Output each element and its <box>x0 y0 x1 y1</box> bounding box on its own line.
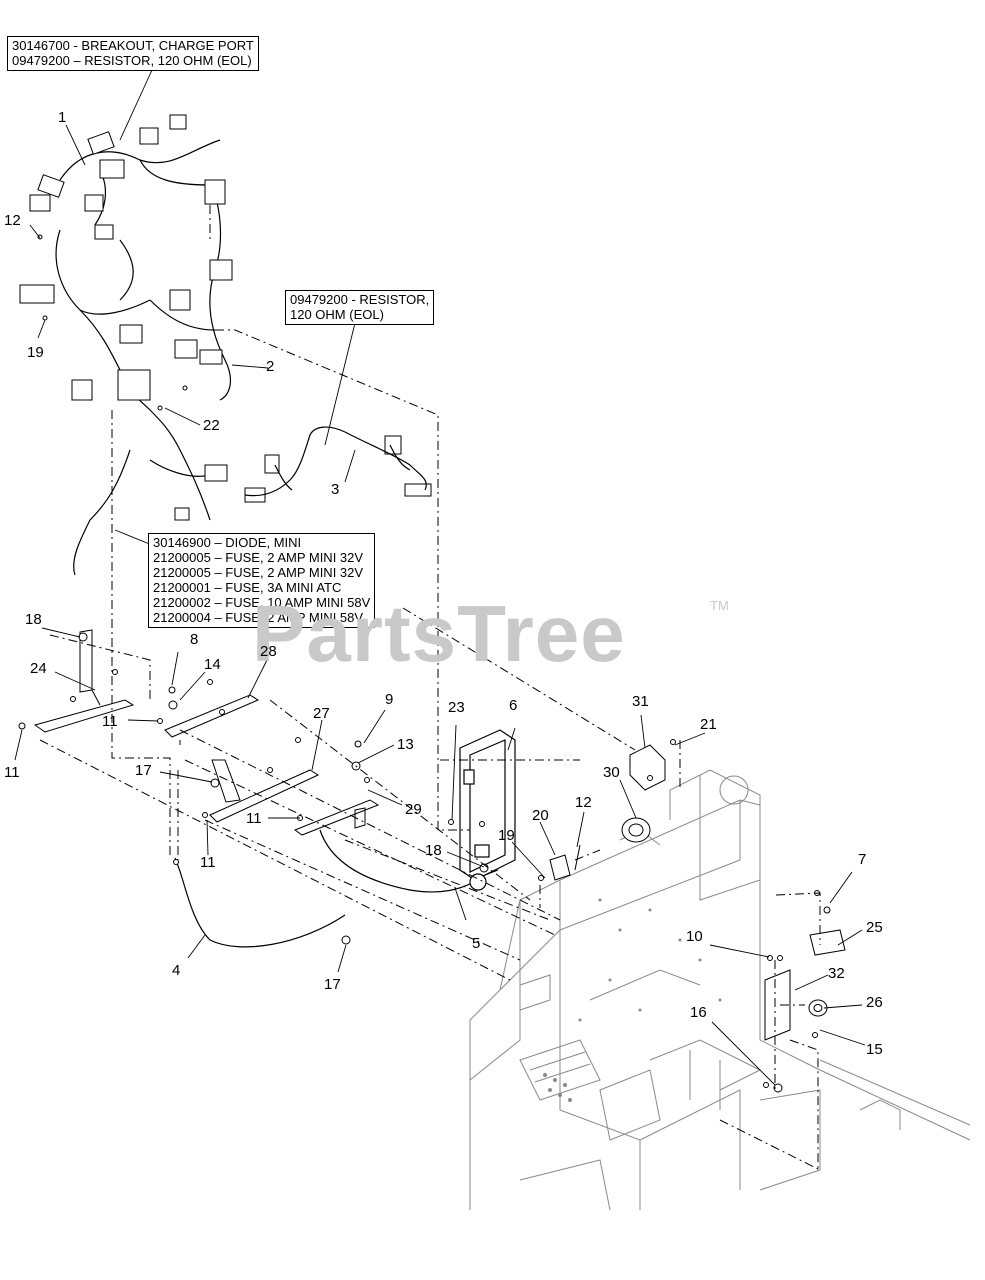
part-label: 10 <box>686 928 703 945</box>
harness-3 <box>244 426 427 497</box>
part-label: 27 <box>313 705 330 722</box>
fasteners <box>18 234 831 1093</box>
callout-line: 120 OHM (EOL) <box>290 307 384 322</box>
chassis-frame <box>469 769 971 1211</box>
callout-line: 30146700 - BREAKOUT, CHARGE PORT <box>12 38 254 53</box>
part-label: 17 <box>135 762 152 779</box>
part-label: 31 <box>632 693 649 710</box>
callout-line: 21200005 – FUSE, 2 AMP MINI 32V <box>153 550 364 565</box>
part-label: 28 <box>260 643 277 660</box>
part-label: 4 <box>172 962 181 979</box>
part-label: 15 <box>866 1041 883 1058</box>
part-label: 19 <box>498 827 515 844</box>
callout-line: 09479200 – RESISTOR, 120 OHM (EOL) <box>12 53 252 68</box>
callout-resistor: 09479200 - RESISTOR, 120 OHM (EOL) <box>285 290 435 325</box>
part-label: 25 <box>866 919 883 936</box>
alignment-lines <box>39 205 821 1171</box>
part-label: 8 <box>190 631 199 648</box>
part-label: 14 <box>204 656 221 673</box>
part-label: 21 <box>700 716 717 733</box>
part-label: 12 <box>4 212 21 229</box>
part-label: 13 <box>397 736 414 753</box>
controller-6 <box>459 729 516 881</box>
part-label: 11 <box>102 713 118 730</box>
part-label: 30 <box>603 764 620 781</box>
part-label: 11 <box>246 810 262 827</box>
part-label: 17 <box>324 976 341 993</box>
callout-fuses-diode: 30146900 – DIODE, MINI 21200005 – FUSE, … <box>148 533 376 628</box>
part-label: 11 <box>200 854 216 871</box>
leader-lines <box>14 69 866 1086</box>
watermark: PartsTree <box>252 589 626 678</box>
chassis-holes <box>543 898 722 1102</box>
component-20 <box>549 844 581 881</box>
callout-breakout-charge-port: 30146700 - BREAKOUT, CHARGE PORT 0947920… <box>7 36 259 71</box>
callout-line: 21200004 – FUSE, 2 AMP MINI 58V <box>153 610 364 625</box>
callout-line: 21200005 – FUSE, 2 AMP MINI 32V <box>153 565 364 580</box>
component-30 <box>621 817 651 843</box>
callout-line: 21200001 – FUSE, 3A MINI ATC <box>153 580 342 595</box>
harness-connectors <box>19 114 432 521</box>
part-label: 32 <box>828 965 845 982</box>
part-label: 16 <box>690 1004 707 1021</box>
part-label: 20 <box>532 807 549 824</box>
part-label: 5 <box>472 935 481 952</box>
part-label: 2 <box>266 358 275 375</box>
part-label: 9 <box>385 691 394 708</box>
part-label: 29 <box>405 801 422 818</box>
part-label: 12 <box>575 794 592 811</box>
part-label: 22 <box>203 417 220 434</box>
component-26 <box>808 999 828 1017</box>
callout-line: 30146900 – DIODE, MINI <box>153 535 302 550</box>
brackets <box>33 629 846 1041</box>
part-label: 23 <box>448 699 465 716</box>
part-label: 6 <box>509 697 518 714</box>
callout-line: 21200002 – FUSE, 10 AMP MINI 58V <box>153 595 371 610</box>
part-label: 11 <box>4 764 20 781</box>
part-label: 7 <box>858 851 867 868</box>
part-label: 18 <box>25 611 42 628</box>
callout-line: 09479200 - RESISTOR, <box>290 292 430 307</box>
cables <box>174 829 499 948</box>
part-label: 18 <box>425 842 442 859</box>
part-label: 24 <box>30 660 47 677</box>
part-label: 3 <box>331 481 340 498</box>
part-label: 26 <box>866 994 883 1011</box>
watermark-trademark: TM <box>710 598 729 613</box>
part-label: 19 <box>27 344 44 361</box>
part-label: 1 <box>58 109 67 126</box>
